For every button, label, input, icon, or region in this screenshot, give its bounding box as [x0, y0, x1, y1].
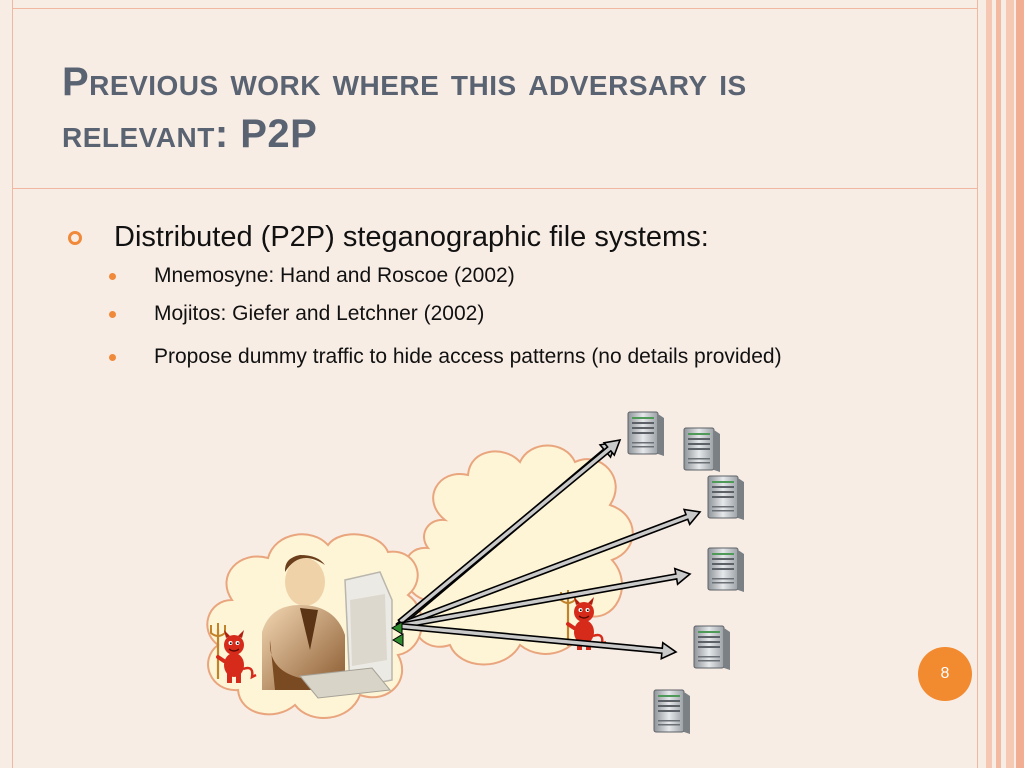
sub-bullet-text: Propose dummy traffic to hide access pat…	[154, 345, 782, 368]
sub-bullet-text: Mnemosyne: Hand and Roscoe (2002)	[154, 264, 515, 287]
sub-bullet-text: Mojitos: Giefer and Letchner (2002)	[154, 302, 485, 325]
frame-line-right	[977, 0, 978, 768]
sub-bullet: Mnemosyne: Hand and Roscoe (2002)	[62, 262, 912, 290]
server-icon	[683, 427, 721, 473]
slide-title-line-2: relevant: P2P	[62, 112, 318, 156]
arrow-to-server	[396, 622, 678, 660]
sub-bullet: Propose dummy traffic to hide access pat…	[62, 340, 874, 374]
dot-bullet-icon	[109, 354, 116, 361]
server-icon	[653, 689, 691, 735]
server-icon	[693, 625, 731, 671]
server-icon	[707, 547, 745, 593]
page-number-badge: 8	[918, 647, 972, 701]
bullet-list: Distributed (P2P) steganographic file sy…	[62, 218, 912, 374]
frame-line-top	[12, 8, 978, 9]
server-icon	[627, 411, 665, 457]
decorative-stripe	[986, 0, 992, 768]
frame-line-title-divider	[12, 188, 978, 189]
return-arrowhead	[392, 633, 404, 647]
user-at-computer-icon	[262, 555, 393, 699]
return-arrowhead	[391, 621, 403, 635]
main-bullet: Distributed (P2P) steganographic file sy…	[62, 218, 912, 256]
arrow-to-server	[397, 438, 622, 626]
ring-bullet-icon	[68, 231, 82, 245]
main-bullet-text: Distributed (P2P) steganographic file sy…	[114, 221, 709, 253]
dot-bullet-icon	[109, 273, 116, 280]
slide-title-line-1: Previous work where this adversary is	[62, 60, 747, 104]
server-icon	[707, 475, 745, 521]
decorative-stripe	[1006, 0, 1014, 768]
arrow-group	[391, 438, 702, 660]
decorative-stripe	[996, 0, 1001, 768]
slide-title: Previous work where this adversary is re…	[62, 56, 962, 160]
arrow-to-server	[396, 567, 692, 630]
dot-bullet-icon	[109, 311, 116, 318]
sub-bullet: Mojitos: Giefer and Letchner (2002)	[62, 300, 912, 328]
decorative-stripe	[1016, 0, 1024, 768]
arrow-to-server	[396, 508, 702, 630]
frame-line-left	[12, 0, 13, 768]
